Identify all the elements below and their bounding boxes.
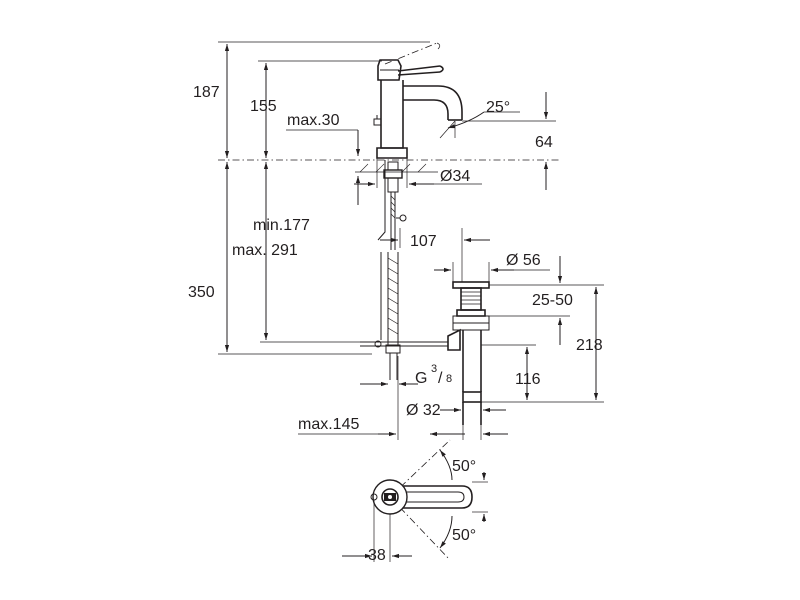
label-thread-num: 3 [431,363,437,375]
label-lever-angle-top: 50° [452,458,476,475]
label-d32: Ø 32 [406,402,441,419]
label-spout-angle: 25° [486,99,510,116]
cartridge-top-view [381,488,399,506]
label-lever-angle-bottom: 50° [452,527,476,544]
lever-alt-tip [436,42,441,50]
waste-assembly [447,281,490,425]
cartridge-cap [377,59,402,81]
label-107: 107 [410,233,437,250]
label-38: 38 [368,547,386,564]
label-max30: max.30 [287,112,340,129]
label-thread-slash: / [438,370,443,387]
lever-handle-lower [397,71,441,76]
waste-rod-connector [447,328,461,351]
label-max145: max.145 [298,416,359,433]
waste-nut [456,309,486,317]
lever-tip [439,65,444,73]
hose-braid [390,195,396,219]
label-thread-den: 8 [446,373,452,385]
waste-plug-lines [461,291,481,305]
angle-50-top-arc [439,449,453,481]
spout-inner-top-view [406,491,465,503]
spout-top-view [395,485,473,509]
faucet-top-view [342,439,488,562]
clip-screw [399,214,407,222]
label-thread-g: G [415,370,427,387]
lever-handle [397,65,441,72]
label-187: 187 [193,84,220,101]
spout-top [403,85,463,120]
hose-connector [385,344,401,354]
countertop [218,159,560,173]
hub-center [388,495,392,499]
faucet-side-view [360,42,463,380]
hose-lower-braid [387,257,399,335]
countertop-hatch [359,163,427,173]
angle-50-bottom-arc [439,515,453,549]
popup-knob [373,118,382,126]
label-max291: max. 291 [232,242,298,259]
angle-25-ray [439,120,456,139]
waste-plug [460,287,482,311]
label-64: 64 [535,134,553,151]
angle-25-arc [447,111,485,129]
label-155: 155 [250,98,277,115]
label-350: 350 [188,284,215,301]
label-d34: Ø34 [440,168,470,185]
label-min177: min.177 [253,217,310,234]
label-218: 218 [576,337,603,354]
faucet-body [380,80,404,149]
dimension-labels: 187 155 max.30 25° 64 Ø34 min.177 max. 2… [188,84,603,564]
rod-joint [374,340,382,348]
tailpipe-end [462,391,482,403]
base-flange [376,147,408,159]
mounting-nut [383,169,403,179]
waste-flange [452,281,490,289]
lever-range-top [389,439,451,498]
dimension-lines [218,41,604,440]
label-25-50: 25-50 [532,292,573,309]
label-d56: Ø 56 [506,252,541,269]
popup-rod [377,160,386,241]
label-116: 116 [515,371,541,388]
lever-alt-position [384,42,438,65]
spout-bottom [403,99,449,120]
